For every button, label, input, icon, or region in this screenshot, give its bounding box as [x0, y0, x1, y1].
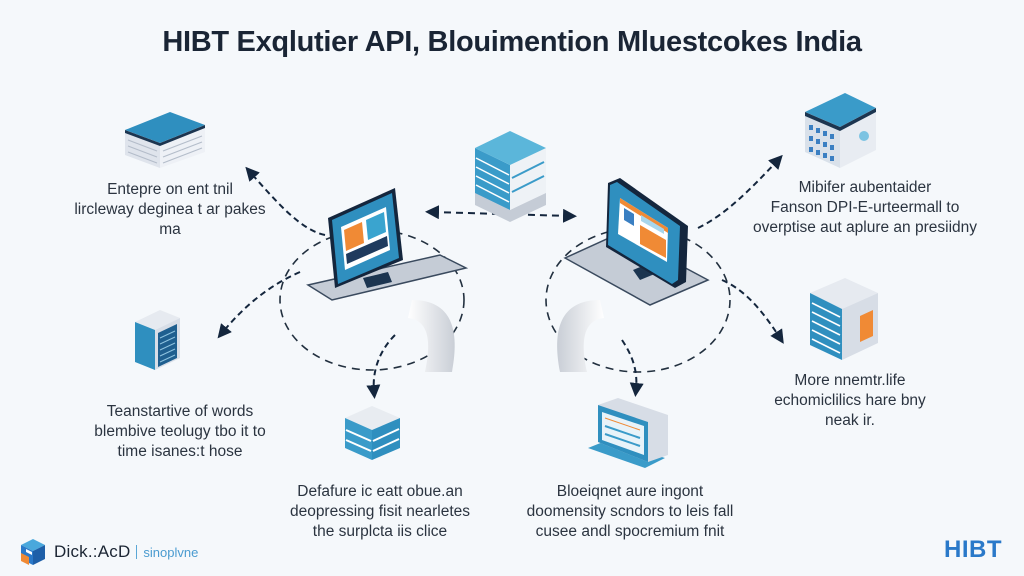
label-line: Mibifer aubentaider: [798, 179, 932, 196]
label-line: Fanson DPI-E-urteermall to: [770, 199, 960, 216]
diagram-title: HIBT Exqlutier API, Blouimention Mluestc…: [162, 26, 862, 58]
label-line: cusee andl spocremium fnit: [535, 523, 725, 540]
left-server-node-label: Teanstartive of words blembive teolugy t…: [60, 402, 300, 462]
top-right-building-icon: [805, 93, 876, 168]
top-left-node-label: Entepre on ent tnil lircleway deginea t …: [55, 180, 285, 240]
top-right-node-label: Mibifer aubentaider Fanson DPI-E-urteerm…: [740, 178, 990, 238]
label-line: the surplcta iis clice: [312, 523, 448, 540]
label-line: neak ir.: [825, 412, 875, 429]
arrow-to-left-server: [217, 271, 301, 339]
label-line: Bloeiqnet aure ingont: [556, 483, 704, 500]
footer-right-brand: HIBT: [944, 536, 1002, 563]
arrow-to-right-server: [721, 279, 784, 344]
footer-left-brand: Dick.:AcD sinoplvne: [18, 537, 198, 567]
label-line: Teanstartive of words: [106, 403, 254, 420]
label-line: doomensity scndors to leis fall: [526, 503, 734, 520]
bottom-right-node-label: Bloeiqnet aure ingont doomensity scndors…: [515, 482, 745, 542]
right-orbit-ellipse: [545, 227, 731, 373]
cube-logo-icon: [21, 539, 45, 565]
arrow-to-top-right: [697, 154, 783, 229]
label-line: ma: [159, 221, 181, 238]
label-line: overptise aut aplure an presiidny: [752, 219, 978, 236]
bottom-left-storage-icon: [345, 406, 400, 460]
label-line: Defafure ic eatt obue.an: [297, 483, 463, 500]
arrow-to-bottom-left: [366, 334, 396, 399]
label-line: lircleway deginea t ar pakes: [74, 201, 266, 218]
label-line: echomiclilics hare bny: [774, 392, 926, 409]
left-server-icon: [135, 310, 180, 370]
bottom-right-terminal-icon: [588, 398, 668, 468]
left-computer-icon: [306, 188, 469, 301]
label-line: deopressing fisit nearletes: [289, 503, 471, 520]
top-left-building-icon: [125, 112, 205, 168]
arrow-to-top-left: [245, 166, 326, 236]
right-server-node-label: More nnemtr.life echomiclilics hare bny …: [750, 371, 950, 431]
label-line: blembive teolugy tbo it to: [94, 423, 266, 440]
center-building-icon: [475, 131, 546, 222]
right-server-icon: [810, 278, 878, 360]
right-computer-icon: [563, 178, 710, 306]
left-brand-tagline: sinoplvne: [143, 544, 199, 560]
brand-separator: [136, 545, 138, 559]
label-line: Entepre on ent tnil: [107, 181, 233, 198]
bottom-left-node-label: Defafure ic eatt obue.an deopressing fis…: [275, 482, 485, 542]
arrow-to-bottom-right: [621, 339, 644, 397]
right-curl-ribbon: [557, 300, 604, 372]
left-curl-ribbon: [408, 300, 455, 372]
label-line: More nnemtr.life: [794, 372, 906, 389]
label-line: time isanes:t hose: [117, 443, 243, 460]
left-brand-name: Dick.:AcD: [54, 542, 131, 561]
